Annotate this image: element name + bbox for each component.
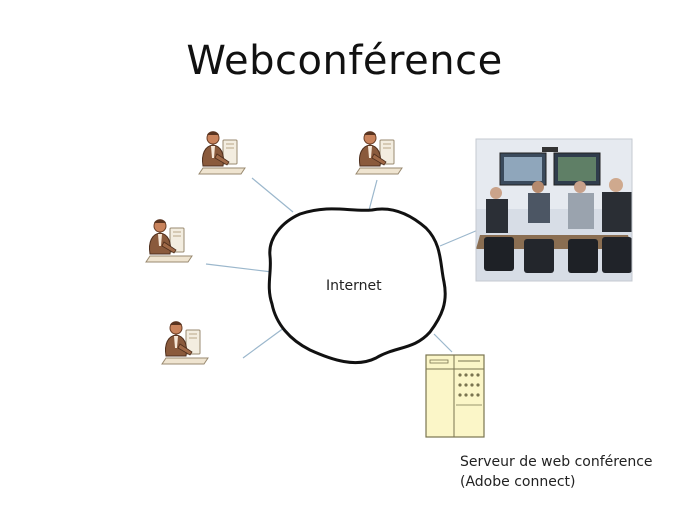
server-cabinet-icon — [425, 354, 485, 438]
participant-2-icon — [355, 130, 403, 175]
link-participant-3 — [205, 263, 273, 273]
participant-1-icon — [198, 130, 246, 175]
link-server — [433, 333, 453, 353]
link-conference-room — [439, 229, 479, 247]
participant-3-icon — [145, 218, 193, 263]
server-caption-line1: Serveur de web conférence — [460, 454, 653, 470]
internet-cloud — [267, 207, 447, 365]
conference-room-photo — [475, 138, 633, 282]
server-caption-line2: (Adobe connect) — [460, 474, 576, 490]
page-title: Webconférence — [186, 38, 503, 84]
link-participant-1 — [251, 177, 294, 213]
internet-label: Internet — [326, 278, 382, 294]
connection-lines — [205, 177, 479, 359]
link-participant-2 — [367, 179, 378, 215]
server-caption: Serveur de web conférence (Adobe connect… — [460, 452, 653, 492]
participant-4-icon — [161, 320, 209, 365]
